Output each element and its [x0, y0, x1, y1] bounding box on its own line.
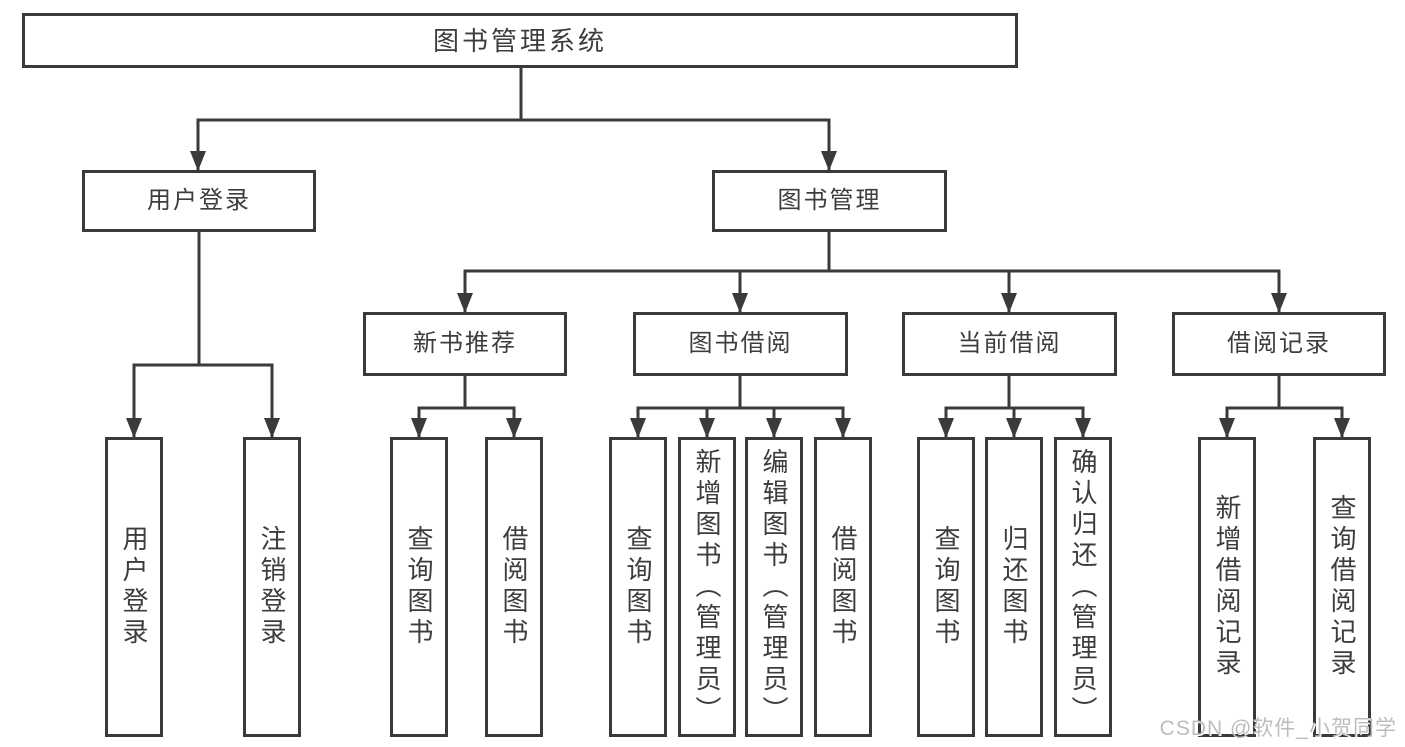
leaf-current-confirm-return-admin: 确认归还（管理员） [1054, 437, 1112, 737]
leaf-rec-query-books: 查询图书 [390, 437, 448, 737]
node-new-book-rec: 新书推荐 [363, 312, 567, 376]
node-borrow-records: 借阅记录 [1172, 312, 1386, 376]
leaf-current-return-books: 归还图书 [985, 437, 1043, 737]
leaf-records-query-record: 查询借阅记录 [1313, 437, 1371, 737]
node-book-borrow: 图书借阅 [633, 312, 848, 376]
leaf-borrow-edit-books-admin: 编辑图书（管理员） [745, 437, 803, 737]
leaf-borrow-query-books: 查询图书 [609, 437, 667, 737]
node-root: 图书管理系统 [22, 13, 1018, 68]
leaf-borrow-add-books-admin: 新增图书（管理员） [678, 437, 736, 737]
leaf-borrow-borrow-books: 借阅图书 [814, 437, 872, 737]
leaf-records-add-record: 新增借阅记录 [1198, 437, 1256, 737]
leaf-rec-borrow-books: 借阅图书 [485, 437, 543, 737]
node-current-borrow: 当前借阅 [902, 312, 1117, 376]
leaf-logout: 注销登录 [243, 437, 301, 737]
leaf-user-login: 用户登录 [105, 437, 163, 737]
node-user-login: 用户登录 [82, 170, 316, 232]
node-book-mgmt: 图书管理 [712, 170, 947, 232]
csdn-watermark: CSDN @软件_小贺同学 [1159, 717, 1397, 740]
leaf-current-query-books: 查询图书 [917, 437, 975, 737]
